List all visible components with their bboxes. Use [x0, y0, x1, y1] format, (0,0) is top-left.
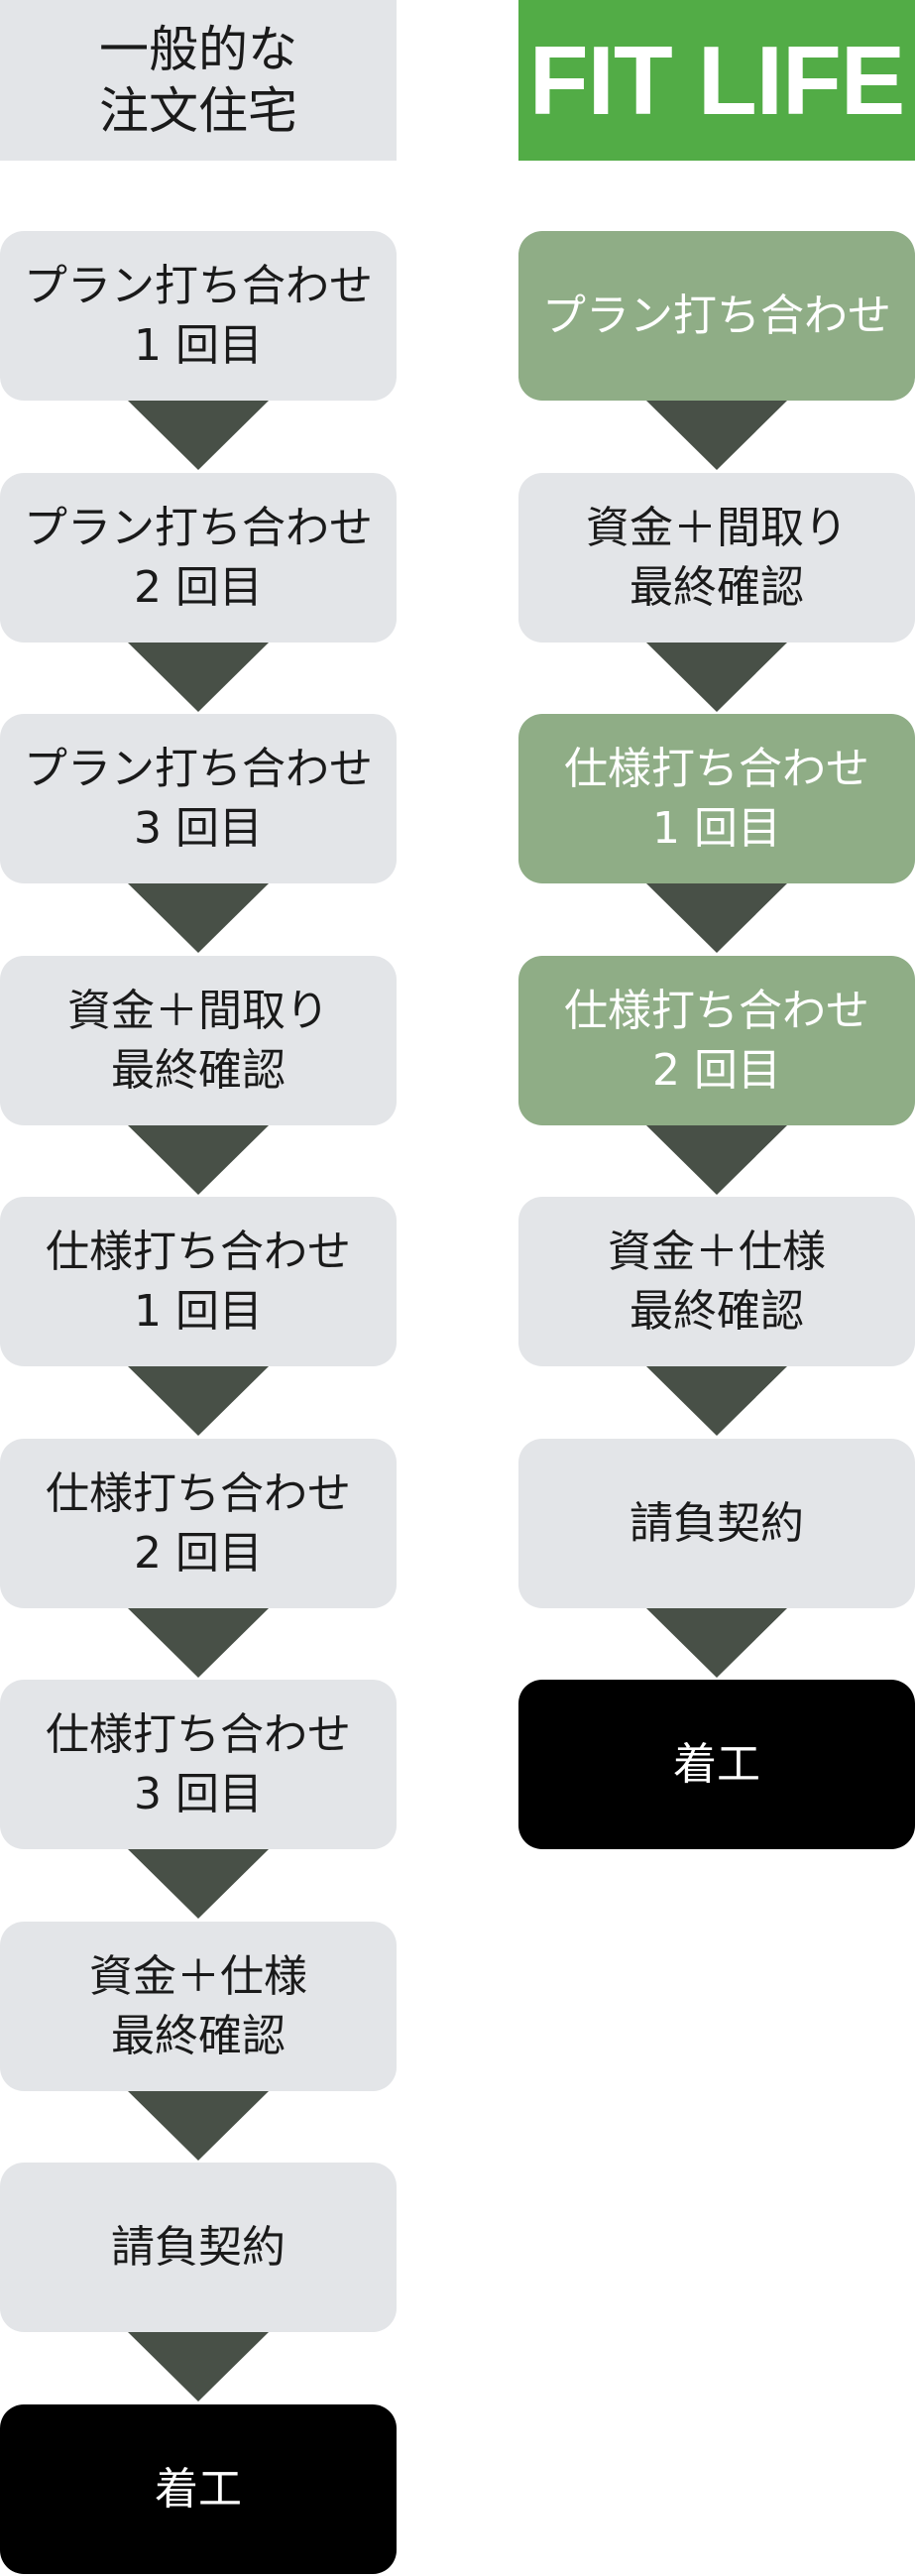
- left-flow-arrow-4: [128, 1125, 269, 1195]
- left-step-6: 仕様打ち合わせ 2 回目: [0, 1439, 397, 1608]
- left-step-3: プラン打ち合わせ 3 回目: [0, 714, 397, 883]
- right-flow-arrow-6: [646, 1608, 787, 1678]
- left-step-1: プラン打ち合わせ 1 回目: [0, 231, 397, 401]
- right-step-7: 着工: [518, 1680, 915, 1849]
- right-flow-arrow-4: [646, 1125, 787, 1195]
- right-flow-arrow-3: [646, 883, 787, 953]
- right-step-5: 資金＋仕様 最終確認: [518, 1197, 915, 1366]
- right-step-3: 仕様打ち合わせ 1 回目: [518, 714, 915, 883]
- left-flow-arrow-3: [128, 883, 269, 953]
- left-flow-arrow-5: [128, 1366, 269, 1436]
- left-flow-arrow-8: [128, 2091, 269, 2161]
- left-flow-arrow-7: [128, 1849, 269, 1919]
- left-step-8: 資金＋仕様 最終確認: [0, 1922, 397, 2091]
- left-flow-arrow-6: [128, 1608, 269, 1678]
- left-step-9: 請負契約: [0, 2163, 397, 2332]
- left-flow-arrow-2: [128, 643, 269, 712]
- right-flow-arrow-2: [646, 643, 787, 712]
- left-step-5: 仕様打ち合わせ 1 回目: [0, 1197, 397, 1366]
- right-step-2: 資金＋間取り 最終確認: [518, 473, 915, 643]
- right-flow-arrow-1: [646, 401, 787, 470]
- right-column-header: FIT LIFE: [518, 0, 915, 161]
- left-step-7: 仕様打ち合わせ 3 回目: [0, 1680, 397, 1849]
- right-flow-arrow-5: [646, 1366, 787, 1436]
- left-step-4: 資金＋間取り 最終確認: [0, 956, 397, 1125]
- right-step-4: 仕様打ち合わせ 2 回目: [518, 956, 915, 1125]
- right-step-6: 請負契約: [518, 1439, 915, 1608]
- left-column-header: 一般的な 注文住宅: [0, 0, 397, 161]
- left-step-2: プラン打ち合わせ 2 回目: [0, 473, 397, 643]
- left-step-10: 着工: [0, 2404, 397, 2574]
- right-step-1: プラン打ち合わせ: [518, 231, 915, 401]
- left-flow-arrow-9: [128, 2332, 269, 2401]
- left-flow-arrow-1: [128, 401, 269, 470]
